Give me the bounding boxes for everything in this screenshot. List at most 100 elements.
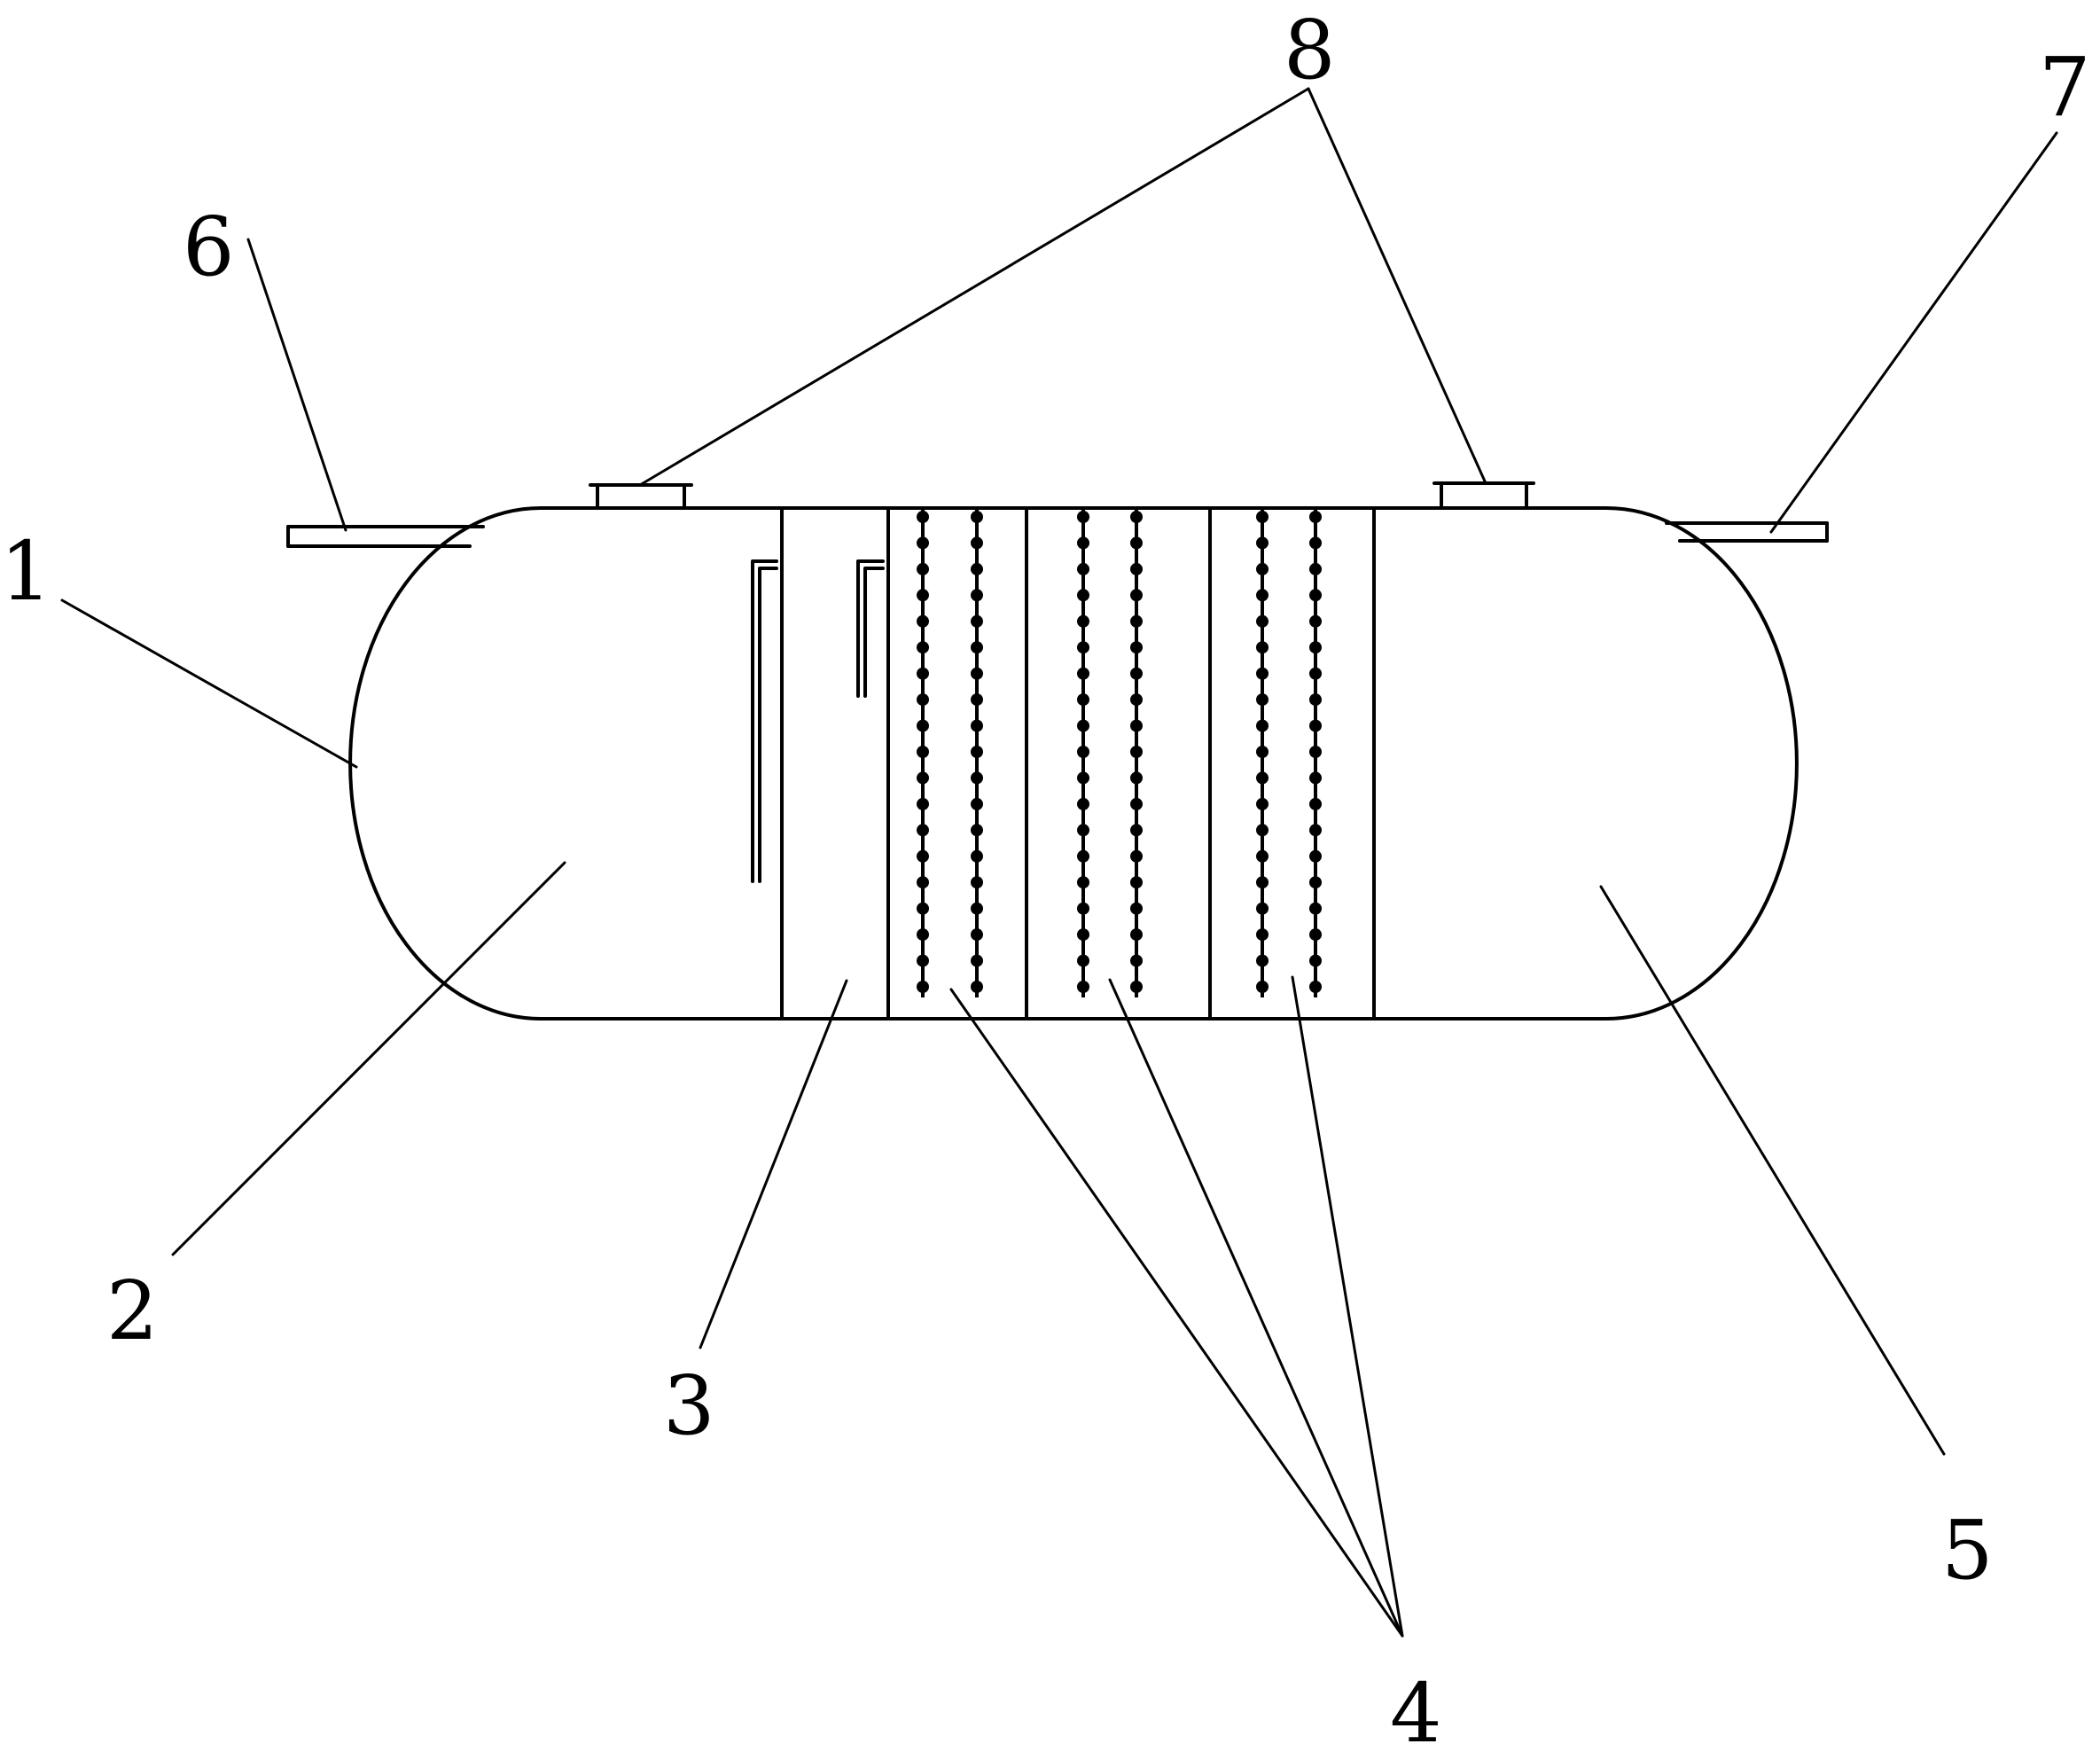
packing-bead [1256, 589, 1269, 602]
packing-bead [1077, 511, 1089, 523]
packing-bead [1256, 771, 1269, 785]
packing-bead [917, 797, 929, 810]
packing-bead [917, 667, 929, 680]
packing-bead [917, 954, 929, 967]
packing-bead [1309, 797, 1322, 810]
packing-bead [1256, 693, 1269, 707]
label-2: 2 [106, 1263, 159, 1358]
outlet-pipe [1665, 521, 1829, 543]
packing-bead [1130, 589, 1143, 602]
packing-bead [1256, 641, 1269, 654]
packing-bead [1309, 954, 1322, 967]
packing-bead [971, 667, 983, 680]
packing-bead [971, 876, 983, 889]
packing-bead [1077, 797, 1089, 810]
packing-bead [1077, 614, 1089, 628]
packing-bead [1130, 614, 1143, 628]
packing-bead [1077, 641, 1089, 654]
packing-bead [917, 562, 929, 575]
packing-bead [971, 641, 983, 654]
baffle-gapped [1025, 506, 1376, 1021]
packing-bead [1130, 771, 1143, 785]
packing-bead [1309, 746, 1322, 758]
packing-bead [971, 981, 983, 993]
packing-bead [971, 902, 983, 915]
packing-bead [1309, 562, 1322, 575]
packing-bead [1130, 562, 1143, 575]
packing-bead [1077, 849, 1089, 863]
packing-bead [917, 614, 929, 628]
inlet-pipe [286, 525, 485, 548]
packing-bead [917, 641, 929, 654]
packing-bead [1309, 849, 1322, 863]
packing-bead [971, 536, 983, 550]
packing-bead [917, 536, 929, 550]
packing-bead [1130, 954, 1143, 967]
packing-bead [1130, 511, 1143, 523]
packing-bead [1256, 981, 1269, 993]
packing-bead [971, 693, 983, 707]
packing-bead [1130, 536, 1143, 550]
packing-bead [1077, 902, 1089, 915]
packing-bead [917, 849, 929, 863]
packing-bead [1077, 824, 1089, 837]
packing-bead [1130, 641, 1143, 654]
packing-bead [917, 589, 929, 602]
packing-bead [971, 614, 983, 628]
packing-bead [1077, 981, 1089, 993]
packing-bead [971, 771, 983, 785]
packing-bead [1309, 928, 1322, 942]
packing-bead [1309, 614, 1322, 628]
packing-bead [917, 511, 929, 523]
packing-bead [1256, 562, 1269, 575]
packing-bead [1256, 824, 1269, 837]
packing-bead [1077, 693, 1089, 707]
packing-bead [1130, 693, 1143, 707]
packing-bead [1309, 824, 1322, 837]
packing-bead [1309, 667, 1322, 680]
packing-bead [1077, 876, 1089, 889]
packing-bead [971, 746, 983, 758]
inlet-bent-pipe-2 [856, 559, 885, 698]
packing-bead [1130, 719, 1143, 732]
packing-bead [917, 876, 929, 889]
packing-bead [1256, 719, 1269, 732]
packing-bead [1130, 746, 1143, 758]
packing-bead [1077, 746, 1089, 758]
packing-bead [1256, 511, 1269, 523]
leader-lines [60, 87, 2058, 1638]
packing-bead [1256, 928, 1269, 942]
packing-columns [917, 510, 1322, 997]
packing-bead [917, 824, 929, 837]
packing-bead [1077, 719, 1089, 732]
packing-bead [1077, 667, 1089, 680]
packing-bead [1256, 797, 1269, 810]
label-5: 5 [1941, 1503, 1994, 1598]
packing-bead [1130, 876, 1143, 889]
manhole-cover-left [589, 483, 693, 510]
packing-bead [971, 849, 983, 863]
packing-bead [917, 981, 929, 993]
packing-bead [1309, 771, 1322, 785]
packing-bead [1256, 849, 1269, 863]
manhole-cover-right [1433, 481, 1535, 510]
packing-bead [1077, 589, 1089, 602]
packing-bead [917, 771, 929, 785]
label-8: 8 [1284, 3, 1336, 98]
packing-bead [1309, 981, 1322, 993]
packing-bead [1309, 876, 1322, 889]
packing-bead [1130, 928, 1143, 942]
packing-bead [971, 589, 983, 602]
packing-bead [1077, 928, 1089, 942]
packing-bead [1077, 771, 1089, 785]
packing-bead [1309, 511, 1322, 523]
packing-bead [1130, 667, 1143, 680]
packing-bead [1256, 876, 1269, 889]
packing-bead [1256, 746, 1269, 758]
label-1: 1 [0, 524, 52, 619]
packing-bead [971, 824, 983, 837]
packing-bead [1130, 981, 1143, 993]
packing-bead [1256, 536, 1269, 550]
packing-bead [1256, 614, 1269, 628]
